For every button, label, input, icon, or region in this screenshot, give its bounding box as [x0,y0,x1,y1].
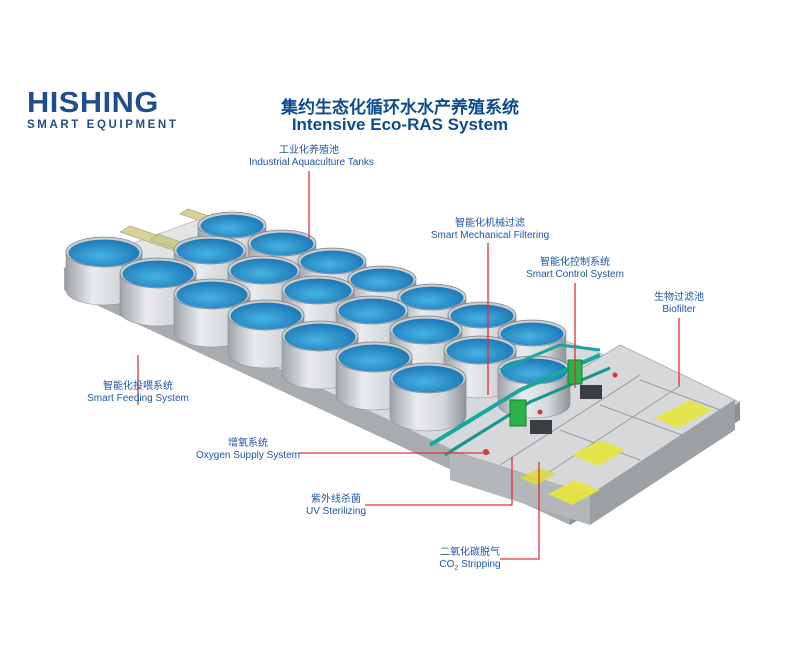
label-uv-en: UV Sterilizing [305,506,367,517]
label-co2-en-subscript: 2 [454,565,459,572]
tank [65,236,143,306]
label-control-en: Smart Control System [526,269,624,280]
leader-co2 [500,462,540,560]
label-co2-en: CO2 Stripping [420,559,520,575]
page-title-english: Intensive Eco-RAS System [291,115,509,134]
label-tanks-en: Industrial Aquaculture Tanks [249,157,374,168]
uv-sterilizer-unit [509,399,527,427]
label-oxygen-en: Oxygen Supply System [196,450,300,461]
logo-tagline: SMART EQUIPMENT [27,119,179,131]
tank [335,341,413,411]
label-feeding-zh: 智能化投喂系统 [103,381,173,392]
aquaculture-tanks [65,211,571,432]
label-co2-zh: 二氧化碳脱气 [440,547,500,558]
label-control-zh: 智能化控制系统 [540,257,610,268]
label-biofilter-en: Biofilter [662,304,696,315]
company-logo: HISHING SMART EQUIPMENT [27,88,178,131]
leader-lines [137,171,680,560]
drum-filter [530,420,552,434]
label-mechanical-en: Smart Mechanical Filtering [430,230,550,241]
label-aquaculture-tanks: 工业化养殖池 Industrial Aquaculture Tanks [249,145,374,169]
label-uv-sterilizing: 紫外线杀菌 UV Sterilizing [296,494,376,518]
label-co2-en-suffix: Stripping [458,559,501,570]
label-oxygen-zh: 增氧系统 [228,438,268,449]
leader-uv [365,457,513,506]
label-biofilter: 生物过滤池 Biofilter [639,292,719,316]
label-mechanical-filtering: 智能化机械过滤 Smart Mechanical Filtering [420,218,560,242]
label-mechanical-zh: 智能化机械过滤 [455,218,525,229]
label-uv-zh: 紫外线杀菌 [311,494,361,505]
tank [173,278,251,348]
page-title-chinese: 集约生态化循环水水产养殖系统 [281,98,519,118]
logo-wordmark: HISHING [27,87,159,119]
label-feeding-system: 智能化投喂系统 Smart Feeding System [78,381,198,405]
filter-building [449,344,736,525]
label-oxygen-supply: 增氧系统 Oxygen Supply System [188,438,308,462]
label-biofilter-zh: 生物过滤池 [654,292,704,303]
piping-and-equipment [428,343,618,457]
tank [389,362,467,432]
label-feeding-en: Smart Feeding System [87,393,189,404]
tank [227,299,305,369]
label-co2-stripping: 二氧化碳脱气 CO2 Stripping [420,547,520,575]
label-co2-en-prefix: CO [439,559,455,570]
label-control-system: 智能化控制系统 Smart Control System [515,257,635,281]
label-tanks-zh: 工业化养殖池 [279,145,339,156]
